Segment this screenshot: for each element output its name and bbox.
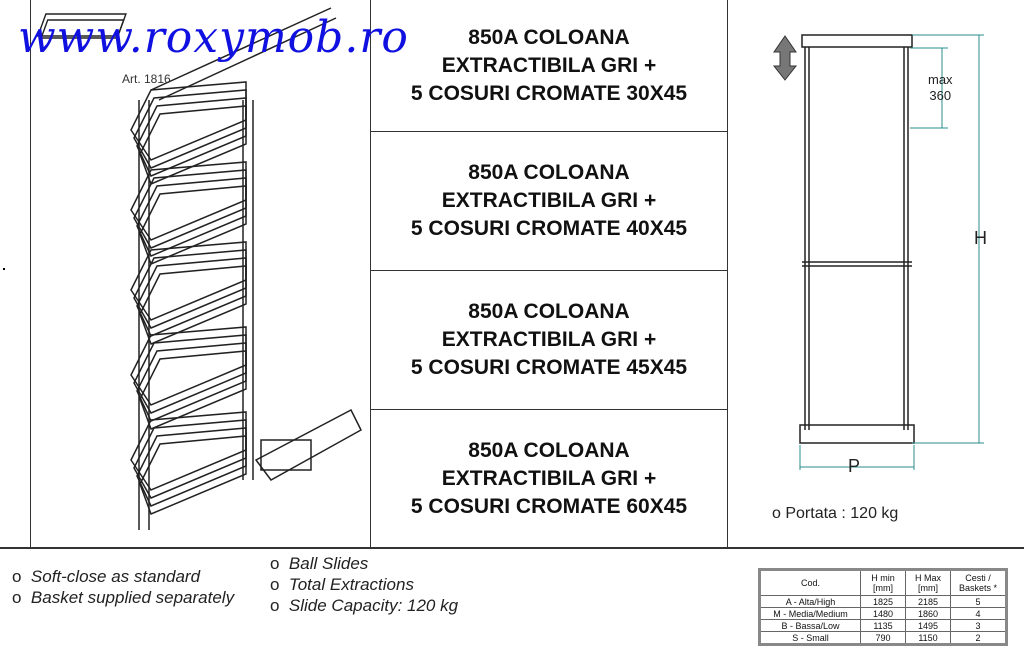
- feature-item: Slide Capacity: 120 kg: [270, 595, 458, 616]
- features-left: Soft-close as standard Basket supplied s…: [12, 566, 234, 608]
- feature-item: Ball Slides: [270, 553, 458, 574]
- basket-wire: [139, 105, 247, 185]
- pullout-column-illustration: [36, 7, 362, 530]
- max-value: 360: [929, 88, 952, 103]
- product-size: 5 COSURI CROMATE 45X45: [410, 356, 688, 379]
- depth-label: P: [848, 456, 861, 476]
- basket-wire: [133, 419, 247, 499]
- table-header-row: Cod. H min [mm] H Max [mm] Cesti / Baske…: [759, 569, 1007, 596]
- basket-wire: [139, 350, 247, 430]
- cell: 3: [950, 619, 1007, 632]
- up-down-arrow-icon: [772, 35, 798, 81]
- product-cell: 850A COLOANA EXTRACTIBILA GRI + 5 COSURI C…: [371, 410, 727, 547]
- basket-wire: [136, 427, 247, 507]
- product-size: 5 COSURI CROMATE 30X45: [410, 81, 688, 105]
- basket-wire: [133, 334, 247, 414]
- cell: 1480: [860, 607, 906, 620]
- cell: 2: [950, 631, 1007, 645]
- feature-item: Soft-close as standard: [12, 566, 234, 587]
- product-title: 850A COLOANA: [468, 161, 630, 184]
- basket-wire: [136, 257, 247, 337]
- divider: [0, 547, 1024, 549]
- divider: [370, 270, 727, 271]
- product-subtitle: EXTRACTIBILA GRI +: [441, 189, 657, 212]
- cell: 2185: [905, 595, 951, 608]
- basket-wire: [139, 435, 247, 515]
- header-cell: Cesti / Baskets *: [950, 569, 1007, 596]
- load-capacity: o Portata : 120 kg: [772, 505, 899, 522]
- product-subtitle: EXTRACTIBILA GRI +: [441, 53, 657, 77]
- features-right: Ball Slides Total Extractions Slide Capa…: [270, 553, 458, 616]
- feature-item: Basket supplied separately: [12, 587, 234, 608]
- divider: [370, 0, 371, 547]
- divider: [370, 131, 727, 132]
- dimension-drawing: [772, 34, 984, 470]
- divider: [370, 409, 727, 410]
- product-title: 850A COLOANA: [468, 438, 630, 462]
- header-cell: Cod.: [759, 569, 861, 596]
- cell: 790: [860, 631, 906, 645]
- product-size: 5 COSURI CROMATE 60X45: [410, 494, 688, 518]
- cell: 1150: [905, 631, 951, 645]
- basket-wire: [136, 97, 247, 177]
- product-title: 850A COLOANA: [468, 25, 630, 49]
- cell: 1825: [860, 595, 906, 608]
- basket-wire: [136, 342, 247, 422]
- product-cell: 850A COLOANA EXTRACTIBILA GRI + 5 COSURI C…: [371, 132, 727, 270]
- cell: 4: [950, 607, 1007, 620]
- product-cell: 850A COLOANA EXTRACTIBILA GRI + 5 COSURI C…: [371, 271, 727, 409]
- loose-basket-icon: [36, 13, 127, 39]
- basket-wire: [136, 177, 247, 257]
- cell: 1495: [905, 619, 951, 632]
- cell: 1135: [860, 619, 906, 632]
- divider: [30, 0, 31, 547]
- basket-wire: [139, 185, 247, 265]
- basket-wire: [139, 265, 247, 345]
- feature-item: Total Extractions: [270, 574, 458, 595]
- cell: S - Small: [759, 631, 861, 645]
- cell: A - Alta/High: [759, 595, 861, 608]
- product-subtitle: EXTRACTIBILA GRI +: [441, 328, 657, 351]
- product-cell: 850A COLOANA EXTRACTIBILA GRI + 5 COSURI C…: [371, 0, 727, 131]
- article-label: Art. 1816: [122, 72, 171, 86]
- cell: 1860: [905, 607, 951, 620]
- basket-wire: [133, 89, 247, 169]
- spec-table: Cod. H min [mm] H Max [mm] Cesti / Baske…: [758, 568, 1008, 646]
- stray-dot: [3, 268, 5, 270]
- cell: 5: [950, 595, 1007, 608]
- product-title: 850A COLOANA: [468, 300, 630, 323]
- height-label: H: [974, 228, 987, 248]
- cell: B - Bassa/Low: [759, 619, 861, 632]
- header-cell: H min [mm]: [860, 569, 906, 596]
- product-subtitle: EXTRACTIBILA GRI +: [441, 466, 657, 490]
- divider: [727, 0, 728, 547]
- cell: M - Media/Medium: [759, 607, 861, 620]
- product-size: 5 COSURI CROMATE 40X45: [410, 217, 688, 240]
- header-cell: H Max [mm]: [905, 569, 951, 596]
- watermark: www.roxymob.ro: [18, 12, 409, 63]
- max-label: max: [928, 72, 953, 87]
